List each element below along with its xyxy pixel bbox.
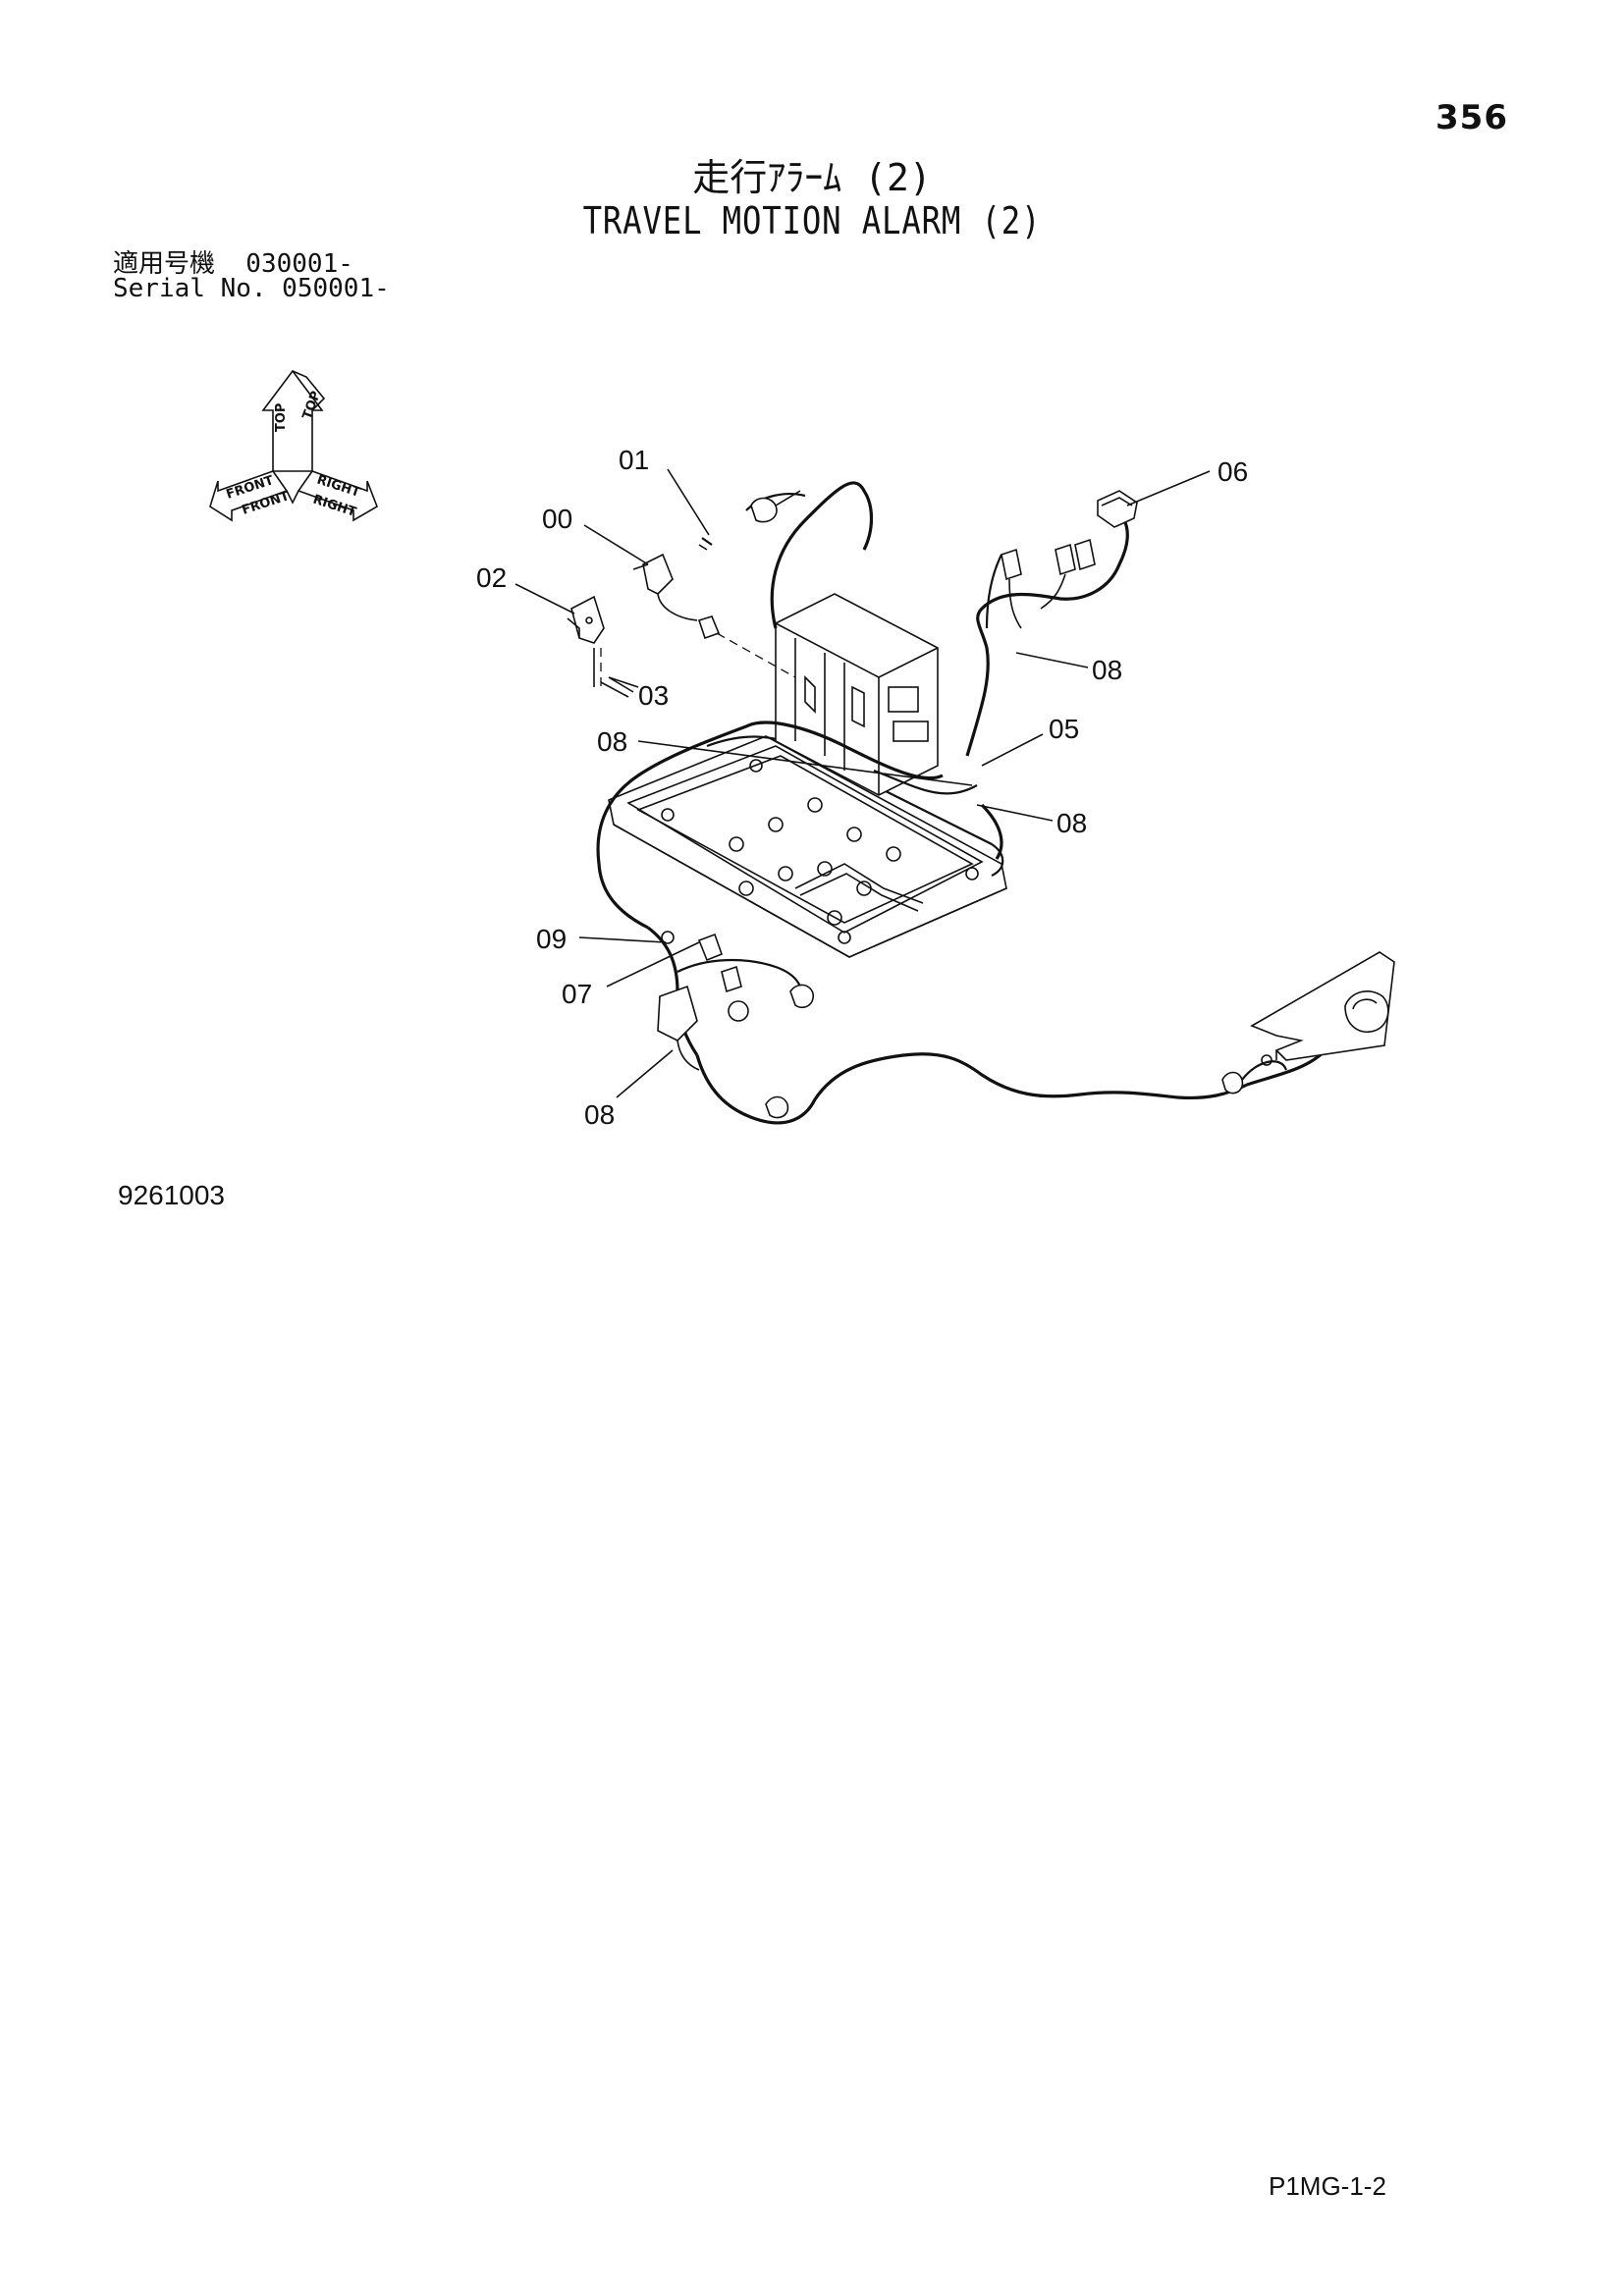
callout-02: 02 — [476, 562, 507, 593]
serial-range-english: Serial No. 050001- — [113, 274, 390, 303]
callout-08-lower: 08 — [584, 1099, 615, 1130]
controller-box — [775, 593, 939, 796]
lower-left-connectors — [657, 931, 814, 1119]
callout-09: 09 — [536, 924, 567, 954]
callout-08-upper: 08 — [1092, 655, 1122, 685]
callout-06: 06 — [1218, 456, 1248, 487]
callout-05: 05 — [1049, 714, 1079, 744]
part-02-bracket — [567, 595, 605, 644]
part-01-screw — [698, 537, 713, 551]
page-title-japanese: 走行ｱﾗｰﾑ (2) — [692, 156, 932, 199]
callout-07: 07 — [562, 979, 592, 1009]
page-number: 356 — [1435, 98, 1508, 137]
seat-base-plate — [608, 735, 1007, 958]
callouts: 01 00 02 03 06 08 05 08 08 09 07 08 — [476, 445, 1248, 1130]
serial-range-japanese: 適用号機 030001- — [113, 249, 353, 279]
callout-08-middle: 08 — [597, 726, 627, 757]
callout-01: 01 — [619, 445, 649, 475]
callout-08-right: 08 — [1056, 808, 1087, 838]
install-guide-line-2 — [716, 632, 796, 678]
part-06-switch — [1097, 490, 1138, 528]
part-00-unit — [632, 553, 721, 640]
callout-03: 03 — [638, 680, 669, 711]
figure-code: 9261003 — [118, 1180, 226, 1210]
part-03-bolts — [593, 648, 634, 698]
upper-left-clamp — [750, 490, 801, 523]
sheet-code: P1MG-1-2 — [1269, 2171, 1386, 2201]
orientation-compass-icon: TOP TOP FRONT FRONT RIGHT RIGHT — [209, 369, 378, 522]
callout-00: 00 — [542, 504, 572, 534]
page-title-english: TRAVEL MOTION ALARM (2) — [582, 199, 1042, 242]
compass-top-label: TOP — [274, 403, 289, 432]
upper-right-connectors — [1001, 538, 1096, 629]
